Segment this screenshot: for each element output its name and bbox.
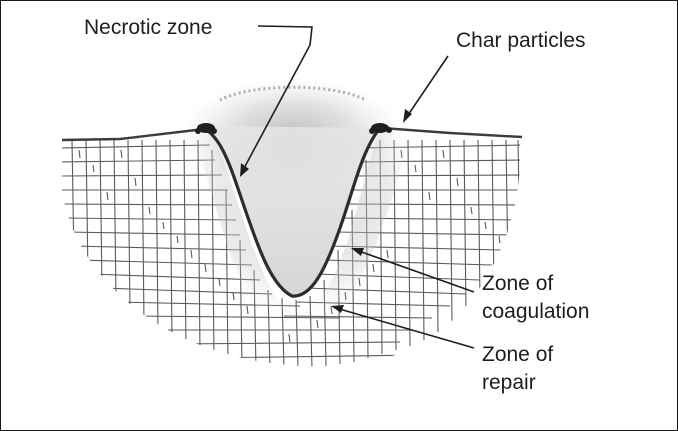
repair-label-line2: repair <box>482 371 536 394</box>
necrotic-zone-label: Necrotic zone <box>84 16 212 39</box>
coagulation-label-line2: coagulation <box>482 300 589 323</box>
char-particles-label: Char particles <box>456 29 586 52</box>
char-particles-leader <box>406 56 448 118</box>
repair-label-line1: Zone of <box>482 343 553 366</box>
coagulation-label-line1: Zone of <box>482 272 553 295</box>
